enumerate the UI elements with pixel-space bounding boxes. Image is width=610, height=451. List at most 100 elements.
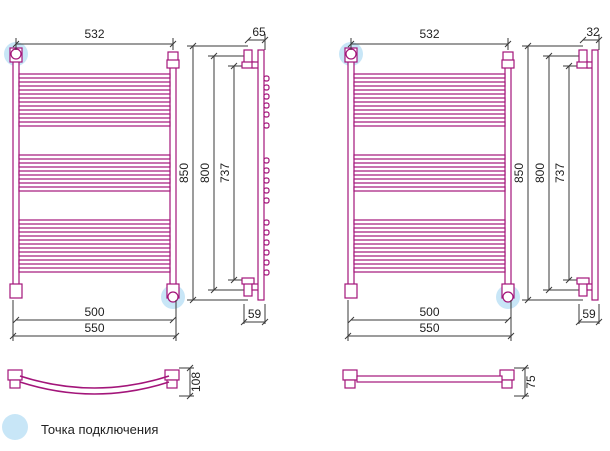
connection-point-legend-icon <box>2 414 28 440</box>
dim-tick <box>521 392 529 400</box>
rail-bar <box>353 97 506 103</box>
rail-bar <box>18 89 171 95</box>
right-riser <box>504 53 512 293</box>
dim-550-label: 550 <box>84 321 104 335</box>
rail-bar <box>353 73 506 79</box>
dim-tick <box>565 62 573 70</box>
side-bar-end <box>263 111 270 118</box>
plan-left-fitting <box>342 369 358 381</box>
dim-737-label: 737 <box>553 163 567 183</box>
dim-800-label: 800 <box>198 163 212 183</box>
dim-tick <box>210 286 218 294</box>
side-bar-end <box>263 229 270 236</box>
rail-bar <box>353 251 506 257</box>
right-riser <box>169 53 177 293</box>
rail-bar <box>353 243 506 249</box>
dim-tick <box>189 296 197 304</box>
rail-bar <box>353 259 506 265</box>
dim-depth-label: 108 <box>189 372 203 392</box>
left-riser <box>347 59 355 293</box>
dim-side-offset-label: 65 <box>252 25 266 39</box>
dim-tick <box>261 36 269 44</box>
rail-bar <box>353 113 506 119</box>
dim-tick <box>545 286 553 294</box>
plan-left-stub <box>344 379 356 389</box>
dim-tick <box>189 42 197 50</box>
plan-left-fitting <box>7 369 23 381</box>
dim-tick <box>595 318 603 326</box>
rail-bar <box>18 186 171 192</box>
rail-bar <box>353 227 506 233</box>
plan-right-fitting <box>164 369 180 381</box>
left-bottom-fitting <box>9 283 23 299</box>
plan-arc-bottom <box>19 381 170 395</box>
dim-800-label: 800 <box>533 163 547 183</box>
dim-tick <box>565 276 573 284</box>
plan-left-stub <box>9 379 21 389</box>
dim-tick <box>12 40 20 48</box>
rail-bar <box>353 105 506 111</box>
dim-550-label: 550 <box>419 321 439 335</box>
dim-tick <box>230 62 238 70</box>
rail-bar <box>353 178 506 184</box>
side-riser <box>257 49 265 301</box>
dim-tick <box>347 40 355 48</box>
rail-bar <box>18 251 171 257</box>
side-bottom-nut <box>576 277 590 285</box>
rail-bar <box>353 81 506 87</box>
dim-737-label: 737 <box>218 163 232 183</box>
dim-850-label: 850 <box>177 163 191 183</box>
side-riser <box>591 49 599 301</box>
dim-tick <box>244 36 252 44</box>
top-inlet-ring <box>345 48 357 60</box>
side-bar-end <box>263 187 270 194</box>
side-bar-end <box>263 84 270 91</box>
dim-tick <box>545 52 553 60</box>
dim-tick <box>521 364 529 372</box>
rail-bar <box>353 154 506 160</box>
rail-bar <box>353 121 506 127</box>
top-inlet-ring <box>10 48 22 60</box>
side-bottom-nut <box>241 277 255 285</box>
dim-tick <box>240 318 248 326</box>
right-top-nut <box>501 59 515 69</box>
plan-right-stub <box>501 379 513 389</box>
rail-bar <box>18 81 171 87</box>
dim-top-width-label: 532 <box>419 27 439 41</box>
side-bar-end <box>263 249 270 256</box>
rail-bar <box>18 227 171 233</box>
legend-label: Точка подключения <box>41 422 159 437</box>
side-bar-end <box>263 239 270 246</box>
plan-arc-top <box>19 375 170 389</box>
right-top-nut <box>166 59 180 69</box>
dim-59-label: 59 <box>248 307 262 321</box>
dim-tick <box>230 276 238 284</box>
rail-bar <box>18 267 171 273</box>
bottom-inlet-ring <box>502 291 514 303</box>
side-bar-end <box>263 259 270 266</box>
dim-top-width-label: 532 <box>84 27 104 41</box>
bottom-inlet-ring <box>167 291 179 303</box>
rail-bar <box>18 178 171 184</box>
dim-tick <box>524 42 532 50</box>
side-bar-end <box>263 93 270 100</box>
side-bar-end <box>263 122 270 129</box>
dim-tick <box>524 296 532 304</box>
dim-tick <box>504 40 512 48</box>
dim-59-label: 59 <box>582 307 596 321</box>
plan-right-stub <box>166 379 178 389</box>
rail-bar <box>18 97 171 103</box>
rail-bar <box>353 235 506 241</box>
rail-bar <box>18 121 171 127</box>
rail-bar <box>18 170 171 176</box>
rail-bar <box>18 154 171 160</box>
dim-tick <box>595 36 603 44</box>
rail-bar <box>353 186 506 192</box>
dim-850-label: 850 <box>512 163 526 183</box>
side-bar-end <box>263 75 270 82</box>
side-bar-end <box>263 219 270 226</box>
side-bar-end <box>263 177 270 184</box>
